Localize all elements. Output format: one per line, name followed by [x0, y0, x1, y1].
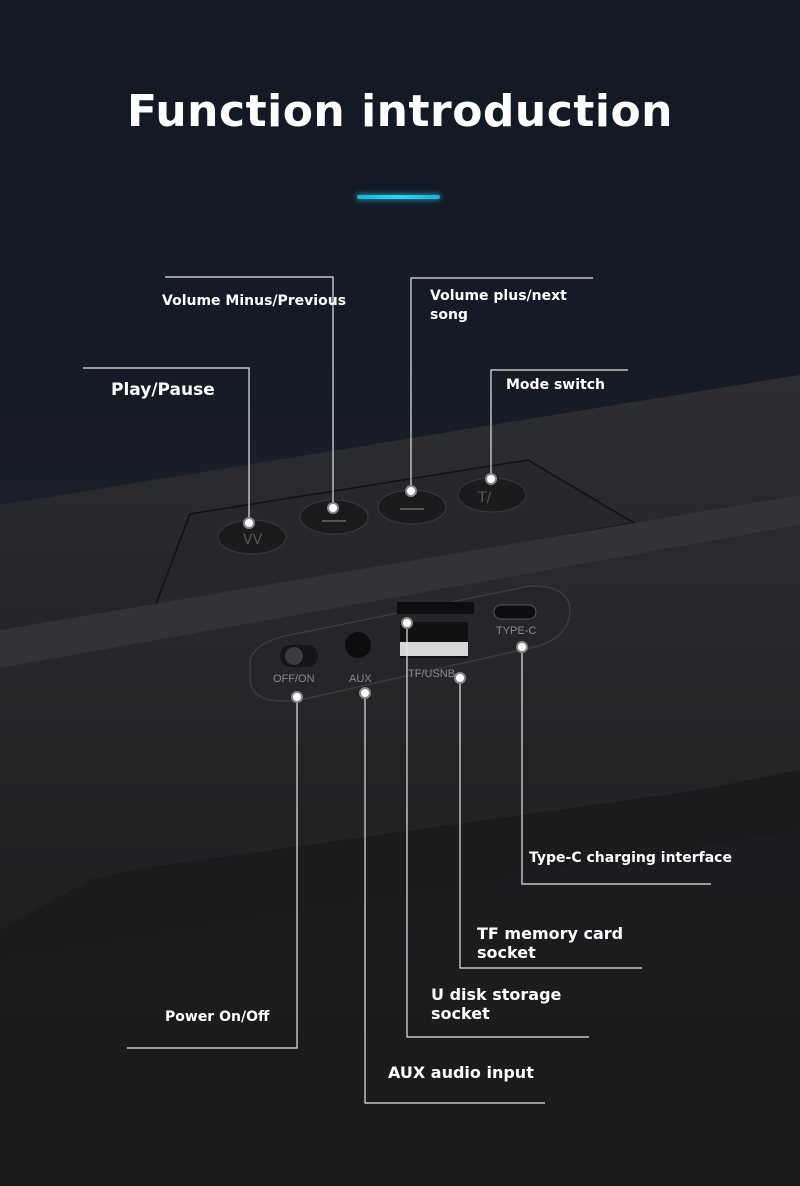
- callout-power: Power On/Off: [165, 1009, 270, 1025]
- speaker-bottom: [0, 770, 800, 960]
- callout-type-c: Type-C charging interface: [529, 850, 732, 866]
- callout-tf-card: TF memory card socket: [477, 924, 624, 962]
- callout-play-pause: Play/Pause: [111, 380, 215, 400]
- speaker-edge: [0, 495, 800, 668]
- svg-text:T/: T/: [477, 490, 492, 506]
- tf-card-slot[interactable]: [397, 602, 474, 614]
- page-title: Function introduction: [126, 86, 674, 137]
- usb-port-insert: [400, 642, 468, 656]
- callout-volume-minus: Volume Minus/Previous: [162, 293, 347, 309]
- callout-dots: [243, 473, 528, 703]
- power-switch-label: OFF/ON: [273, 673, 315, 685]
- accent-bar: [357, 195, 440, 199]
- volume-plus-button[interactable]: [377, 489, 447, 525]
- aux-port-label: AUX: [349, 673, 372, 685]
- type-c-label: TYPE-C: [496, 625, 536, 637]
- volume-minus-button[interactable]: [299, 499, 369, 535]
- type-c-port[interactable]: [493, 604, 537, 620]
- callout-aux: AUX audio input: [388, 1063, 534, 1082]
- callout-mode-switch: Mode switch: [506, 377, 605, 393]
- callout-volume-plus: Volume plus/next song: [430, 288, 567, 323]
- tf-usb-label: TF/USNB: [408, 668, 455, 680]
- power-switch[interactable]: [280, 645, 318, 667]
- aux-jack[interactable]: [345, 632, 371, 658]
- callout-u-disk: U disk storage socket: [431, 985, 562, 1023]
- speaker-front: [0, 525, 800, 930]
- callout-lines: [83, 276, 711, 1104]
- svg-text:VV: VV: [243, 532, 263, 548]
